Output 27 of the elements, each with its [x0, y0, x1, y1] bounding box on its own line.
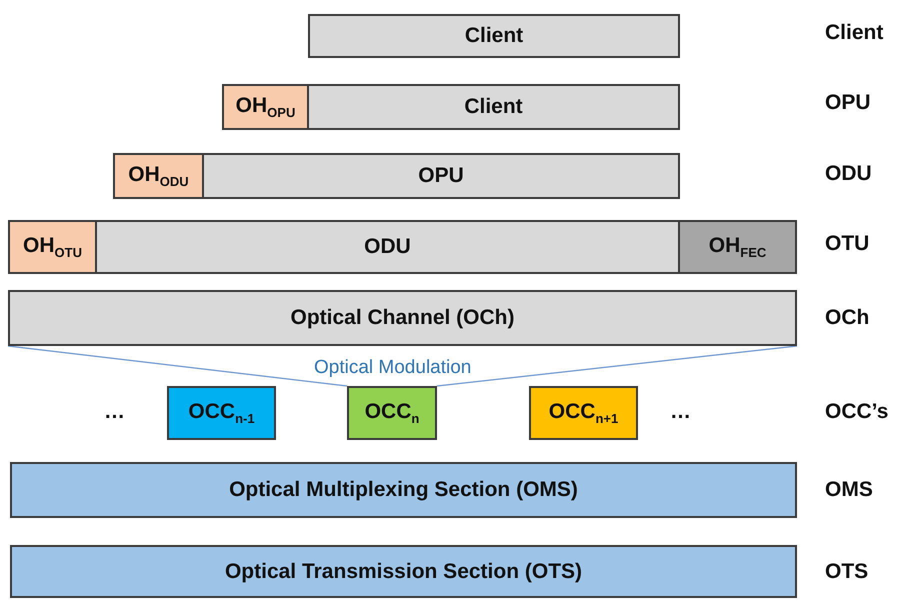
overhead-block: OH$_{ODU}$	[113, 153, 204, 199]
layer-label: OTS	[825, 560, 868, 584]
layer-label: OPU	[825, 91, 871, 115]
channel-block: Optical Channel (OCh)	[8, 290, 797, 346]
payload-block: Client	[308, 14, 680, 58]
layer-label: OMS	[825, 478, 873, 502]
layer-label: OCC’s	[825, 400, 888, 424]
payload-block: Client	[307, 84, 680, 130]
section-block: Optical Transmission Section (OTS)	[10, 545, 797, 598]
carrier-block: OCC$_{n}$	[347, 386, 437, 440]
ellipsis: …	[104, 400, 125, 424]
layer-label: OCh	[825, 306, 870, 330]
carrier-block: OCC$_{n+1}$	[529, 386, 638, 440]
layer-label: OTU	[825, 232, 870, 256]
layer-label: ODU	[825, 162, 872, 186]
section-block: Optical Multiplexing Section (OMS)	[10, 462, 797, 518]
payload-block: ODU	[95, 220, 680, 274]
connector-line	[8, 345, 348, 387]
modulation-note: Optical Modulation	[314, 357, 472, 379]
payload-block: OPU	[202, 153, 680, 199]
carrier-block: OCC$_{n-1}$	[167, 386, 276, 440]
overhead-block: OH$_{OTU}$	[8, 220, 97, 274]
layer-label: Client	[825, 21, 884, 45]
overhead-block: OH$_{OPU}$	[222, 84, 309, 130]
ellipsis: …	[670, 400, 691, 424]
fec-block: OH$_{FEC}$	[678, 220, 797, 274]
connector-line	[436, 345, 798, 387]
